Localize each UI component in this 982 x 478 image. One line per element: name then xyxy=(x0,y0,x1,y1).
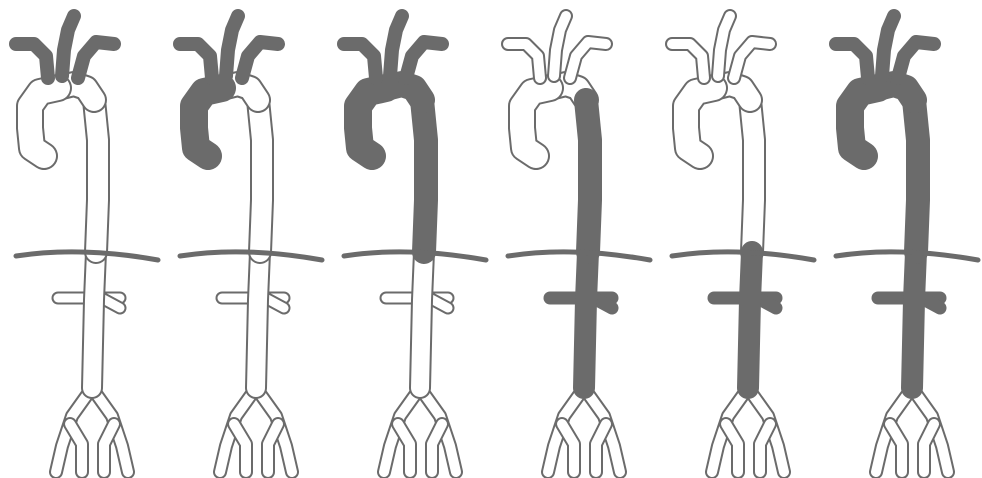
aorta-svg xyxy=(492,0,656,478)
arch-branches-segment xyxy=(882,16,894,76)
iliac-branches-segment xyxy=(596,424,606,472)
abdominal-aorta-segment xyxy=(420,252,424,388)
ascending-aorta-segment xyxy=(522,88,550,156)
arch-branches-segment xyxy=(554,16,566,76)
ascending-aorta-segment xyxy=(194,88,222,156)
arch-branches-segment xyxy=(836,44,868,78)
arch-branches-segment xyxy=(898,42,934,78)
ascending-aorta-segment xyxy=(30,88,58,156)
iliac-branches-segment xyxy=(890,424,902,472)
arch-branches-segment xyxy=(390,16,402,76)
descending-thoracic-aorta-segment xyxy=(422,100,426,252)
aorta-panel-6 xyxy=(820,0,982,478)
iliac-branches-segment xyxy=(562,424,574,472)
ascending-aorta-segment xyxy=(358,88,386,156)
iliac-branches-segment xyxy=(234,424,246,472)
arch-branches-segment xyxy=(242,42,278,78)
aorta-panel-2 xyxy=(164,0,328,478)
aorta-panel-5 xyxy=(656,0,820,478)
aorta-svg xyxy=(656,0,820,478)
iliac-branches-segment xyxy=(104,424,114,472)
arch-branches-segment xyxy=(734,42,770,78)
aorta-svg xyxy=(820,0,982,478)
arch-branches-segment xyxy=(16,44,48,78)
abdominal-aorta-segment xyxy=(92,252,96,388)
iliac-branches-segment xyxy=(432,424,442,472)
abdominal-aorta-segment xyxy=(256,252,260,388)
aorta-svg xyxy=(0,0,164,478)
abdominal-aorta-segment xyxy=(748,252,752,388)
aorta-panel-1 xyxy=(0,0,164,478)
arch-branches-segment xyxy=(62,16,74,76)
iliac-branches-segment xyxy=(398,424,410,472)
arch-branches-segment xyxy=(78,42,114,78)
descending-thoracic-aorta-segment xyxy=(914,100,918,252)
iliac-branches-segment xyxy=(268,424,278,472)
iliac-branches-segment xyxy=(760,424,770,472)
arch-branches-segment xyxy=(406,42,442,78)
aorta-panel-4 xyxy=(492,0,656,478)
arch-branches-segment xyxy=(570,42,606,78)
aorta-svg xyxy=(328,0,492,478)
iliac-branches-segment xyxy=(70,424,82,472)
arch-branches-segment xyxy=(226,16,238,76)
descending-thoracic-aorta-segment xyxy=(258,100,262,252)
descending-thoracic-aorta-segment xyxy=(586,100,590,252)
ascending-aorta-segment xyxy=(686,88,714,156)
arch-branches-segment xyxy=(344,44,376,78)
arch-branches-segment xyxy=(672,44,704,78)
aorta-panel-3 xyxy=(328,0,492,478)
arch-branches-segment xyxy=(180,44,212,78)
descending-thoracic-aorta-segment xyxy=(94,100,98,252)
iliac-branches-segment xyxy=(726,424,738,472)
descending-thoracic-aorta-segment xyxy=(750,100,754,252)
arch-branches-segment xyxy=(508,44,540,78)
arch-branches-segment xyxy=(718,16,730,76)
iliac-branches-segment xyxy=(924,424,934,472)
abdominal-aorta-segment xyxy=(584,252,588,388)
aorta-svg xyxy=(164,0,328,478)
abdominal-aorta-segment xyxy=(912,252,916,388)
ascending-aorta-segment xyxy=(850,88,878,156)
